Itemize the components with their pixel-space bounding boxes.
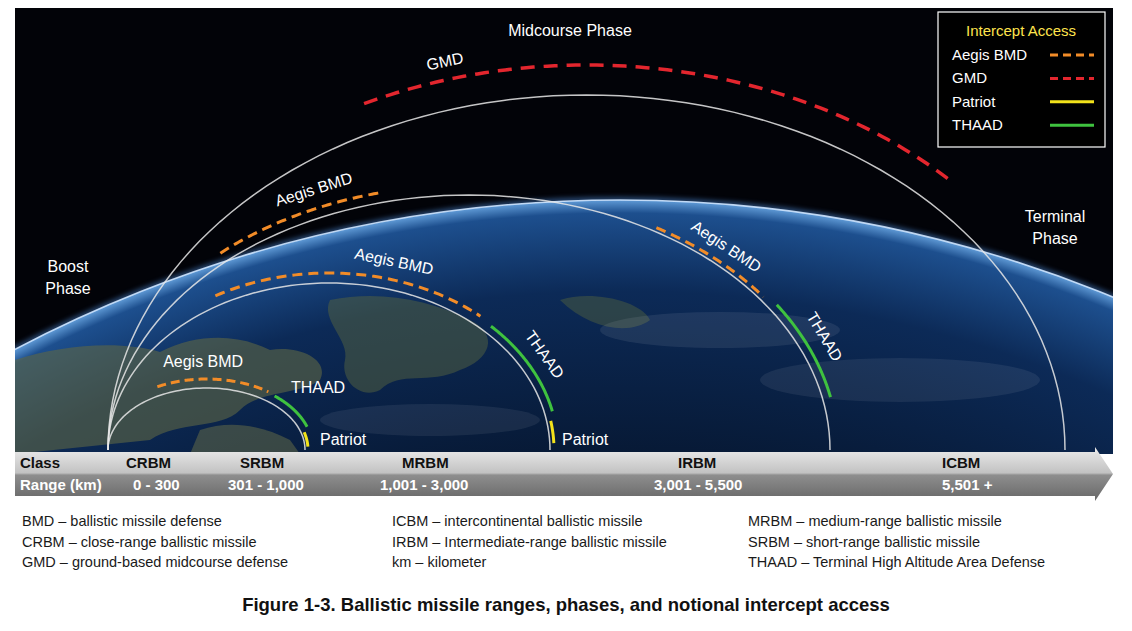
- interceptor-label: Aegis BMD: [273, 170, 355, 212]
- legend-line-sample: [1050, 54, 1094, 57]
- cloud: [760, 358, 1040, 402]
- abbreviation-note: CRBM – close-range ballistic missile: [22, 534, 257, 551]
- class-cell: Class: [20, 454, 60, 471]
- range-cell: 3,001 - 5,500: [654, 476, 742, 493]
- interceptor-label: THAAD: [521, 327, 568, 382]
- range-class-bar: Class CRBM SRBM MRBM IRBM ICBM Range (km) 0 - 3…: [15, 452, 1113, 496]
- class-cell: MRBM: [402, 454, 449, 471]
- atmosphere-glow: [15, 200, 1113, 454]
- intercept-segment: [364, 65, 952, 182]
- interceptor-label: Aegis BMD: [688, 217, 765, 276]
- legend-text: GMD: [952, 70, 987, 87]
- class-cell: ICBM: [942, 454, 980, 471]
- land-mass: [190, 425, 300, 454]
- legend-line-sample: [1050, 124, 1094, 127]
- legend-samples: [1050, 55, 1094, 125]
- space-background: [15, 8, 1113, 454]
- range-cell: 0 - 300: [133, 476, 180, 493]
- abbreviation-note: GMD – ground-based midcourse defense: [22, 554, 288, 571]
- land-mass: [328, 296, 488, 393]
- legend-line-sample: [1050, 100, 1094, 103]
- intercept-segments: [157, 65, 951, 447]
- abbreviation-note: IRBM – Intermediate-range ballistic miss…: [392, 534, 667, 551]
- earth-disc: [15, 200, 1113, 454]
- abbreviation-note: SRBM – short-range ballistic missile: [748, 534, 980, 551]
- abbreviation-note: THAAD – Terminal High Altitude Area Defe…: [748, 554, 1045, 571]
- legend-title: Intercept Access: [966, 22, 1076, 39]
- land-mass: [15, 338, 322, 454]
- legend-text: Patriot: [952, 93, 995, 110]
- phase-label: Terminal Phase: [1019, 206, 1091, 251]
- trajectory-arc: [108, 195, 830, 450]
- intercept-segment: [215, 273, 480, 316]
- range-cell: 5,501 +: [942, 476, 992, 493]
- interceptor-label: GMD: [425, 49, 465, 75]
- interceptor-label: Aegis BMD: [353, 244, 435, 278]
- legend-box: [938, 12, 1105, 147]
- intercept-segment: [157, 379, 268, 392]
- interceptor-label: THAAD: [802, 309, 846, 365]
- class-cell: IRBM: [678, 454, 716, 471]
- legend-line-sample: [1050, 77, 1094, 80]
- phase-label: Midcourse Phase: [508, 22, 632, 40]
- interceptor-label: Patriot: [320, 431, 366, 449]
- figure-caption: Figure 1-3. Ballistic missile ranges, ph…: [0, 594, 1132, 615]
- interceptor-label: THAAD: [291, 379, 345, 397]
- phase-label: Boost Phase: [38, 256, 98, 301]
- earth-limb: [15, 200, 1113, 454]
- abbreviation-note: BMD – ballistic missile defense: [22, 513, 222, 530]
- legend-text: Aegis BMD: [952, 46, 1027, 63]
- intercept-segment: [304, 432, 308, 446]
- class-cell: SRBM: [240, 454, 284, 471]
- arrow-band: [15, 447, 1113, 501]
- trajectory-arcs: [108, 95, 1065, 450]
- earth-surface: [15, 296, 1040, 454]
- legend-text: THAAD: [952, 117, 1003, 134]
- abbreviation-note: km – kilometer: [392, 554, 486, 571]
- interceptor-label: Aegis BMD: [163, 353, 243, 371]
- trajectory-arc: [108, 95, 1065, 450]
- abbreviation-note: MRBM – medium-range ballistic missile: [748, 513, 1002, 530]
- trajectory-arc: [108, 283, 550, 450]
- class-cell: CRBM: [126, 454, 171, 471]
- range-cell: 1,001 - 3,000: [380, 476, 468, 493]
- abbreviation-note: ICBM – intercontinental ballistic missil…: [392, 513, 643, 530]
- intercept-segment: [551, 421, 554, 443]
- interceptor-label: Patriot: [562, 431, 608, 449]
- range-cell: 301 - 1,000: [228, 476, 304, 493]
- intercept-segment: [275, 396, 308, 427]
- range-cell: Range (km): [20, 476, 102, 493]
